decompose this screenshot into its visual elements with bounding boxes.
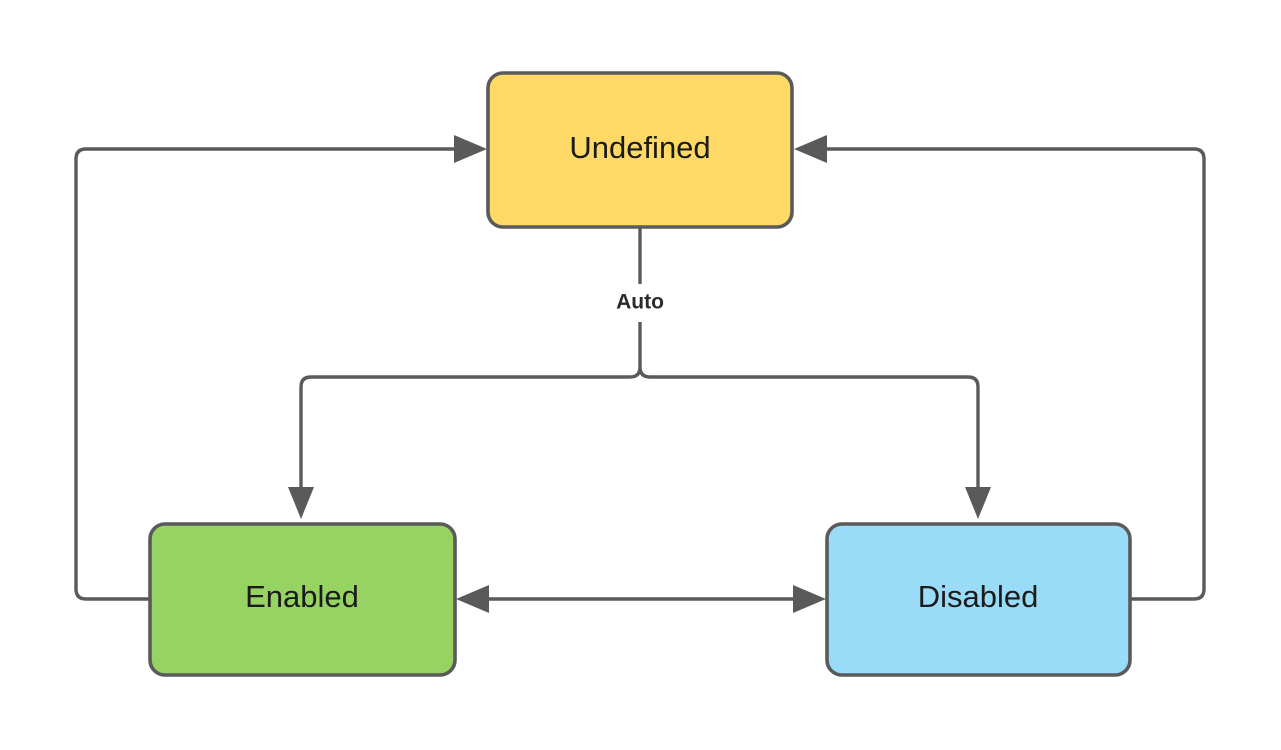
edge-enabled-disabled-arrowhead-right xyxy=(793,585,826,613)
edge-enabled-undefined[interactable] xyxy=(74,135,487,601)
edge-disabled-undefined-line xyxy=(826,147,1206,601)
node-undefined-label: Undefined xyxy=(569,130,710,165)
edge-auto-branch-right-arrowhead xyxy=(965,487,991,519)
node-disabled-label: Disabled xyxy=(918,579,1039,614)
edge-auto-split[interactable]: Auto xyxy=(288,227,991,519)
node-enabled[interactable]: Enabled xyxy=(148,522,457,677)
node-enabled-shape xyxy=(148,522,457,677)
edge-auto-branch-left xyxy=(299,366,642,488)
edge-auto-branch-right xyxy=(638,366,980,488)
edge-disabled-undefined[interactable] xyxy=(794,135,1206,601)
edge-enabled-undefined-line xyxy=(74,147,456,601)
edge-auto-label: Auto xyxy=(616,291,664,314)
edge-disabled-undefined-arrowhead xyxy=(794,135,827,163)
node-undefined-shape xyxy=(486,71,794,229)
edge-enabled-disabled-arrowhead-left xyxy=(456,585,489,613)
node-enabled-label: Enabled xyxy=(245,579,359,614)
node-disabled[interactable]: Disabled xyxy=(825,522,1132,677)
node-undefined[interactable]: Undefined xyxy=(486,71,794,229)
edge-auto-branch-left-arrowhead xyxy=(288,487,314,519)
edge-auto-label-bg xyxy=(596,286,684,320)
edge-enabled-disabled[interactable] xyxy=(456,585,826,613)
edge-enabled-undefined-arrowhead xyxy=(454,135,487,163)
node-disabled-shape xyxy=(825,522,1132,677)
